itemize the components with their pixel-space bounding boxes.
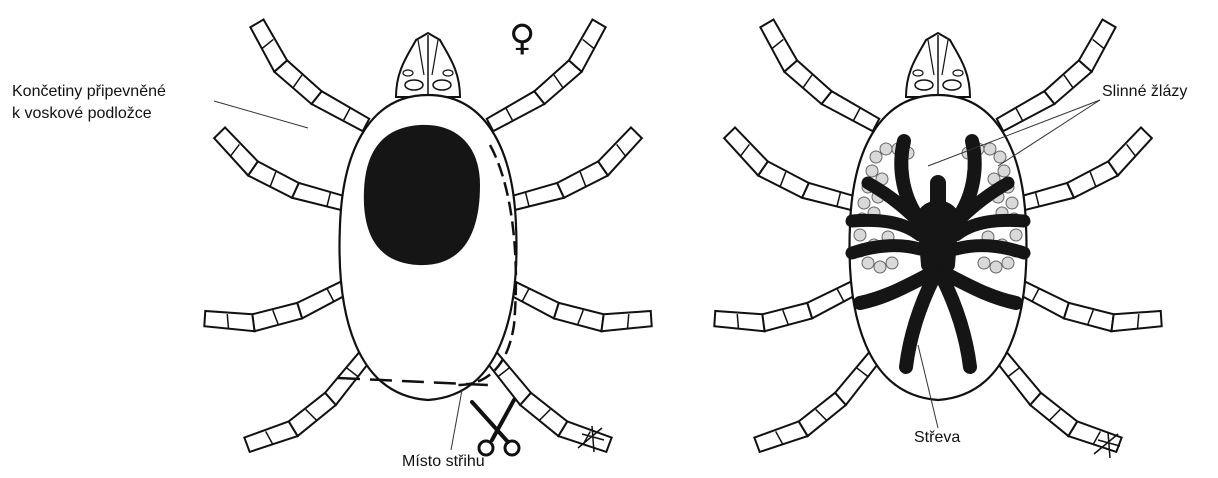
leader-legs: [214, 101, 308, 128]
label-glands: Slinné žlázy: [1102, 82, 1187, 102]
label-legs-line2: k voskové podložce: [12, 104, 152, 124]
dorsal-shield: [364, 125, 480, 265]
leader-cut: [451, 390, 462, 450]
label-cut: Místo střihu: [402, 452, 485, 472]
tick-icon: [708, 16, 1168, 476]
label-intestines: Střeva: [914, 428, 960, 448]
scissors-icon: [472, 400, 519, 455]
label-legs-line1: Končetiny připevněné: [12, 82, 166, 102]
female-symbol: ♀: [509, 18, 535, 59]
tick-icon: [198, 16, 658, 476]
